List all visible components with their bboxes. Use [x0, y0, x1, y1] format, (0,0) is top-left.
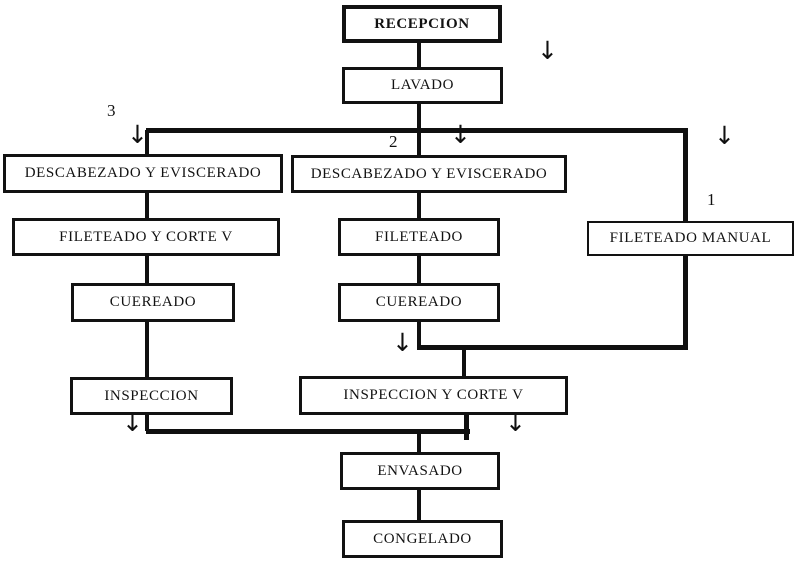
connector-envasado-congelado [417, 488, 421, 521]
connector-mainline-descabezado-ctr [417, 130, 421, 157]
node-recepcion: RECEPCION [342, 5, 502, 43]
connector-lavado-mainline [417, 102, 421, 130]
connector-bottom-merge-line [146, 429, 470, 434]
branch-label-3: 3 [107, 101, 116, 120]
node-envasado: ENVASADO [340, 452, 500, 490]
connector-fileteadomanual-merge [683, 254, 688, 349]
connector-recepcion-lavado [417, 41, 421, 69]
down-arrow-icon: ↓ [537, 36, 558, 65]
connector-cuereadoctr-merge-line [417, 320, 421, 350]
branch-label-2: 2 [389, 132, 398, 151]
node-cuereado-centro: CUEREADO [338, 283, 500, 322]
node-lavado: LAVADO [342, 67, 503, 104]
node-fileteado-manual: FILETEADO MANUAL [587, 221, 794, 256]
connector-merge-inspeccioncorte [462, 349, 466, 378]
node-cuereado-izquierda: CUEREADO [71, 283, 235, 322]
connector-cuereadoizq-inspeccion [145, 320, 149, 379]
node-descabezado-eviscerado-izquierda: DESCABEZADO Y EVISCERADO [3, 154, 283, 193]
down-arrow-icon: ↓ [122, 408, 143, 437]
node-descabezado-eviscerado-centro: DESCABEZADO Y EVISCERADO [291, 155, 567, 193]
connector-bottomline-envasado [417, 433, 421, 453]
node-inspeccion-y-corte-v: INSPECCION Y CORTE V [299, 376, 568, 415]
connector-mainline-fileteado-manual [683, 130, 688, 223]
connector-fileteadocorte-cuereado [145, 254, 149, 285]
connector-fileteado-cuereadoctr [417, 254, 421, 285]
connector-inspeccioncorte-bottom [464, 413, 469, 440]
connector-inspeccion-bottomline [145, 413, 149, 431]
connector-descizq-fileteadocorte [145, 191, 149, 220]
connector-merge-line-horizontal [417, 345, 688, 350]
connector-descctr-fileteado [417, 191, 421, 220]
node-congelado: CONGELADO [342, 520, 503, 558]
down-arrow-icon: ↓ [127, 120, 148, 149]
branch-label-1: 1 [707, 190, 716, 209]
down-arrow-icon: ↓ [714, 121, 735, 150]
connector-mainline-descabezado-izq [145, 130, 149, 156]
node-fileteado-y-corte-v: FILETEADO Y CORTE V [12, 218, 280, 256]
down-arrow-icon: ↓ [505, 408, 526, 437]
down-arrow-icon: ↓ [392, 328, 413, 357]
node-fileteado: FILETEADO [338, 218, 500, 256]
node-inspeccion: INSPECCION [70, 377, 233, 415]
down-arrow-icon: ↓ [450, 120, 471, 149]
